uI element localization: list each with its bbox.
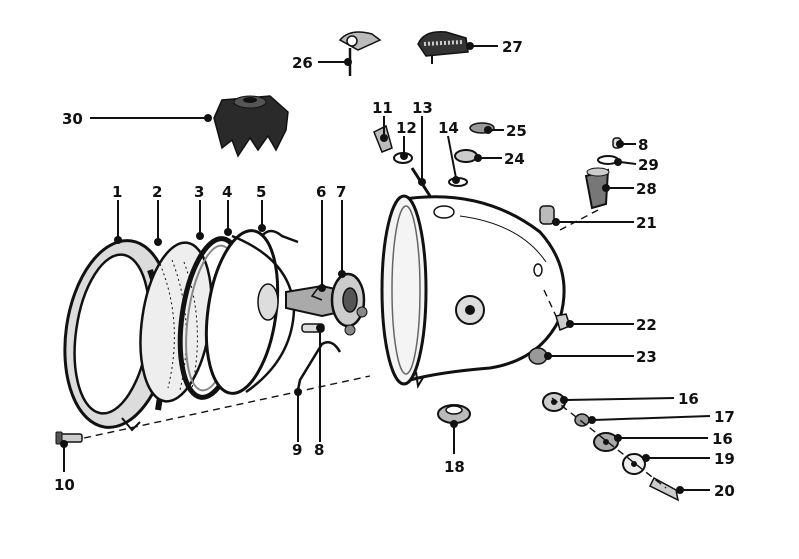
callout-27: 27 (502, 38, 523, 56)
callout-14: 14 (438, 119, 459, 137)
callout-6: 6 (316, 183, 326, 201)
callout-5: 5 (256, 183, 266, 201)
callout-10: 10 (54, 476, 75, 494)
callout-12: 12 (396, 119, 417, 137)
callout-23: 23 (636, 348, 657, 366)
callout-19: 19 (714, 450, 735, 468)
callout-8-lower: 8 (314, 441, 324, 459)
callout-8-upper: 8 (638, 136, 648, 154)
callout-11: 11 (372, 99, 393, 117)
callout-7: 7 (336, 183, 346, 201)
assembly-lines (83, 209, 667, 489)
part-9-wire-spring (296, 341, 342, 391)
callout-28: 28 (636, 180, 657, 198)
part-30-socket-cap (213, 95, 289, 158)
callout-25: 25 (506, 122, 527, 140)
callout-16-upper: 16 (678, 390, 699, 408)
callout-30: 30 (62, 110, 83, 128)
part-26-switch (338, 31, 382, 76)
part-5-clip (261, 229, 299, 244)
part-2-glass-lens (139, 241, 213, 403)
callout-16-lower: 16 (712, 430, 733, 448)
callout-24: 24 (504, 150, 525, 168)
callout-leaders (60, 42, 711, 494)
part-18-adjuster-nut (437, 404, 471, 424)
part-14-24-25-grommets (448, 122, 495, 187)
headlamp-shell (380, 194, 566, 389)
callout-20: 20 (714, 482, 735, 500)
callout-17: 17 (714, 408, 735, 426)
callout-9: 9 (292, 441, 302, 459)
callout-4: 4 (222, 183, 232, 201)
callout-22: 22 (636, 316, 657, 334)
part-28-29-socket-stack (584, 137, 622, 210)
callout-26: 26 (292, 54, 313, 72)
part-4-reflector (204, 229, 296, 395)
callout-13: 13 (412, 99, 433, 117)
callout-3: 3 (194, 183, 204, 201)
callout-18: 18 (444, 458, 465, 476)
part-21-22-23-grommets (528, 205, 571, 365)
part-10-screw (55, 431, 83, 445)
callout-21: 21 (636, 214, 657, 232)
part-6-7-bulb-holder (285, 272, 368, 336)
part-27-indicator-housing (417, 31, 469, 64)
callout-2: 2 (152, 183, 162, 201)
callout-29: 29 (638, 156, 659, 174)
part-16-20-bolt-stack (542, 392, 680, 502)
callout-labels: 1 2 3 4 5 6 7 8 9 10 11 12 13 14 25 24 8… (54, 38, 735, 500)
callout-1: 1 (112, 183, 122, 201)
